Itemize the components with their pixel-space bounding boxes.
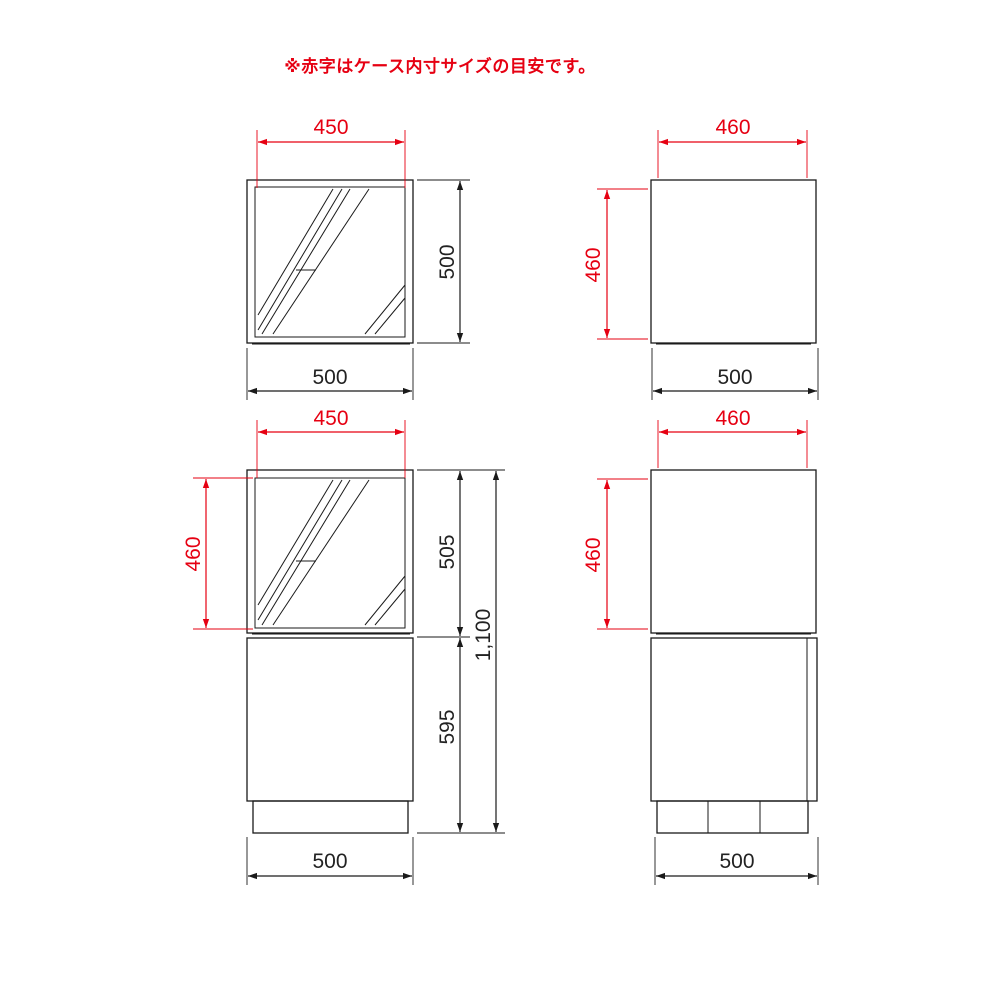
dim-upper-height: 505 xyxy=(436,534,459,569)
glass-reflection xyxy=(257,479,406,626)
dim-inner-width: 460 xyxy=(715,116,750,139)
cabinet-plinth xyxy=(252,800,409,834)
dim-inner-width: 450 xyxy=(313,116,348,139)
dim-lower-height: 595 xyxy=(436,709,459,744)
dim-inner-width: 450 xyxy=(313,407,348,430)
stacked-side-view: 460 460 500 xyxy=(582,407,819,885)
base-cabinet xyxy=(246,637,414,802)
dim-inner-height: 460 xyxy=(582,247,605,282)
upper-case-frame xyxy=(246,469,414,634)
glass-panel xyxy=(254,477,406,629)
glass-reflection xyxy=(257,188,406,335)
dim-inner-width: 460 xyxy=(715,407,750,430)
dim-outer-width: 500 xyxy=(719,850,754,873)
single-front-view: 450 500 500 xyxy=(246,116,470,400)
dim-outer-width: 500 xyxy=(312,850,347,873)
dim-outer-width: 500 xyxy=(312,366,347,389)
inner-size-note: ※赤字はケース内寸サイズの目安です。 xyxy=(284,57,596,76)
glass-panel xyxy=(254,186,406,338)
side-panel xyxy=(650,179,817,344)
upper-side-panel xyxy=(650,469,817,634)
side-plinth xyxy=(656,800,809,834)
dim-outer-height: 500 xyxy=(436,244,459,279)
case-frame xyxy=(246,179,414,344)
dim-inner-height: 460 xyxy=(582,537,605,572)
base-side-panel xyxy=(650,637,818,802)
dim-outer-width: 500 xyxy=(717,366,752,389)
dim-inner-height: 460 xyxy=(182,536,205,571)
stacked-front-view: 450 460 505 595 1,100 500 xyxy=(182,407,505,885)
single-side-view: 460 460 500 xyxy=(582,116,819,400)
dim-total-height: 1,100 xyxy=(472,609,495,662)
